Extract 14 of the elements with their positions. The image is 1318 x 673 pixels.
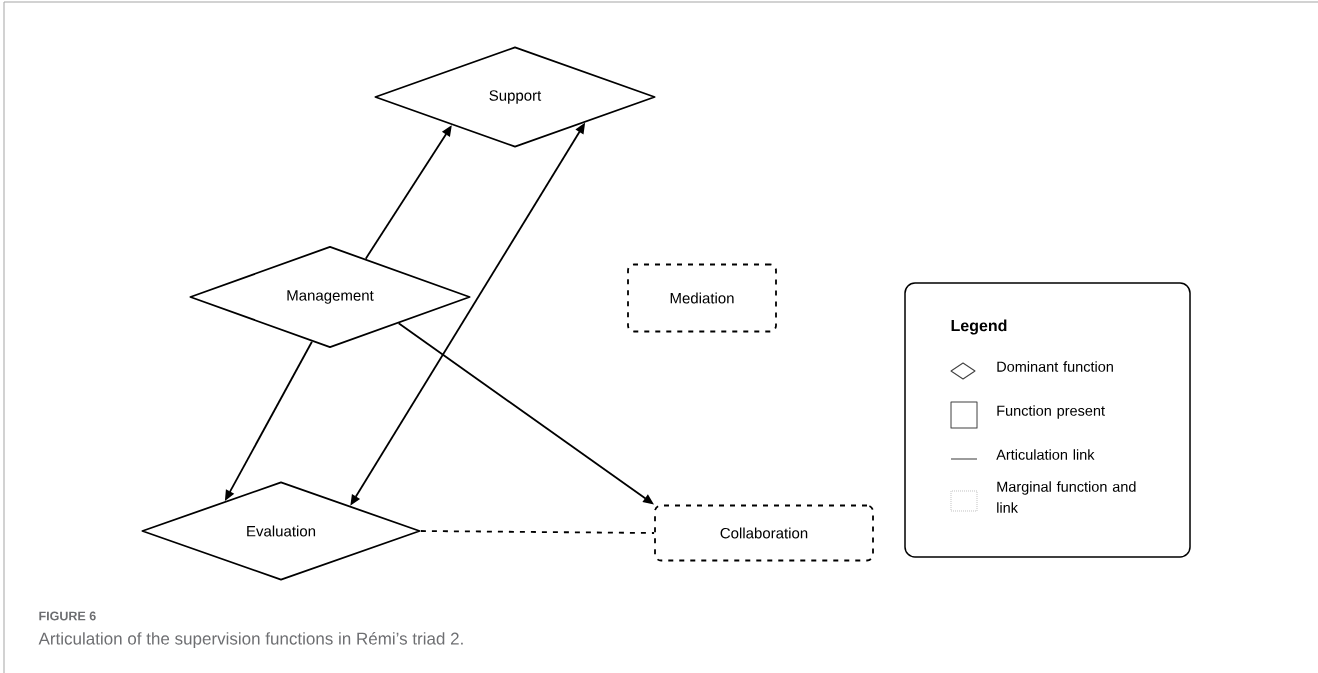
legend-text: Articulation link [996, 449, 1095, 460]
dashed-box: Mediation [627, 263, 777, 333]
diamond-node: Evaluation [141, 481, 421, 581]
arrow [397, 322, 654, 505]
legend-text: Function present [997, 405, 1105, 419]
legend-text: Marginal function and link [997, 481, 1136, 513]
dashed-line [420, 530, 655, 534]
figure-number: FIGURE 6 [39, 611, 96, 621]
dashed-box: Collaboration [654, 504, 874, 562]
legend-text: Dominant function [997, 361, 1113, 372]
diamond-node: Support [374, 46, 656, 148]
diamond-node: Management [189, 246, 471, 348]
caption: Articulation of the supervision functions in Rémi’s triad 2. [38, 632, 463, 648]
legend-title: Legend [951, 319, 1007, 335]
